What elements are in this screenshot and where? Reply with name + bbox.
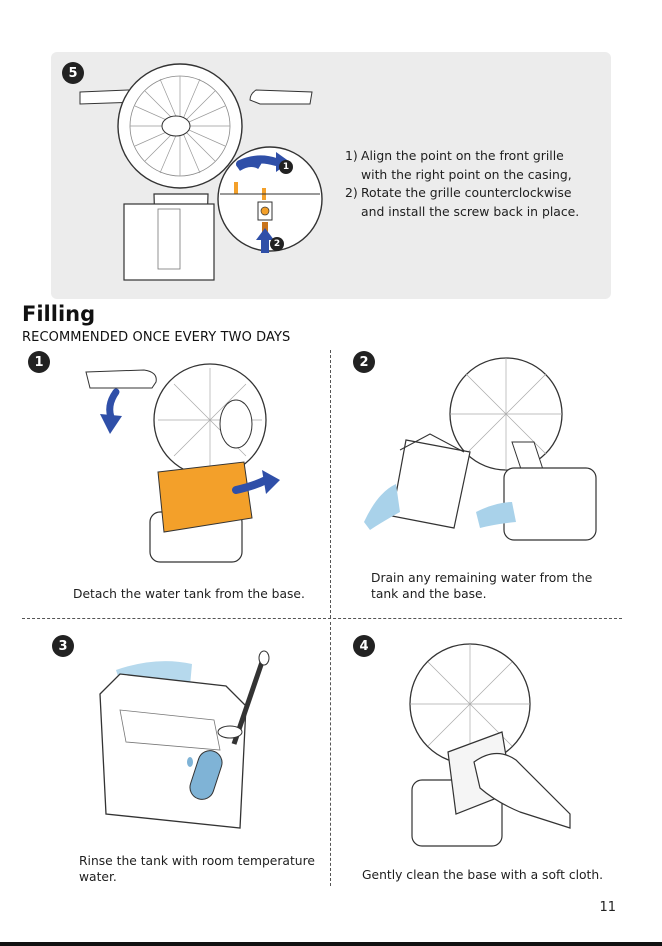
instr-num-blank-2 — [345, 203, 361, 222]
step4-caption: Gently clean the base with a soft cloth. — [362, 868, 604, 882]
callout-1-badge: 1 — [279, 160, 293, 174]
divider-horizontal — [22, 618, 622, 619]
instr-num-2: 2) — [345, 185, 358, 200]
fan-grille-install-illustration — [79, 63, 323, 281]
step3-caption-line2: water. — [79, 870, 117, 884]
step2-badge: 2 — [353, 351, 375, 373]
rinse-tank-illustration — [99, 650, 270, 829]
instr-line-2: with the right point on the casing, — [361, 166, 572, 182]
step5-instructions: 1)Align the point on the front grille wi… — [345, 147, 605, 221]
step2-caption-line1: Drain any remaining water from the — [371, 571, 593, 585]
step5-badge: 5 — [62, 62, 84, 84]
step3-caption-line1: Rinse the tank with room temperature — [79, 854, 315, 868]
bottom-rule — [0, 942, 662, 946]
drain-water-illustration — [364, 357, 597, 541]
step1-badge: 1 — [28, 351, 50, 373]
callout-2-badge: 2 — [270, 237, 284, 251]
step2-caption-line2: tank and the base. — [371, 587, 487, 601]
step1-caption: Detach the water tank from the base. — [73, 587, 305, 601]
instr-num-1: 1) — [345, 148, 358, 163]
step4-badge: 4 — [353, 635, 375, 657]
step3-badge: 3 — [52, 635, 74, 657]
instr-num-blank-1 — [345, 166, 361, 185]
instr-line-1: Align the point on the front grille — [361, 148, 564, 163]
divider-vertical-bottom — [330, 622, 331, 886]
instr-line-4: and install the screw back in place. — [361, 203, 580, 219]
detach-tank-illustration — [85, 363, 280, 563]
page-number: 11 — [599, 900, 616, 915]
clean-base-illustration — [409, 643, 571, 847]
instr-line-3: Rotate the grille counterclockwise — [361, 185, 572, 200]
section-title: Filling — [22, 302, 96, 326]
divider-vertical-top — [330, 350, 331, 618]
section-subtitle: RECOMMENDED ONCE EVERY TWO DAYS — [22, 330, 291, 345]
